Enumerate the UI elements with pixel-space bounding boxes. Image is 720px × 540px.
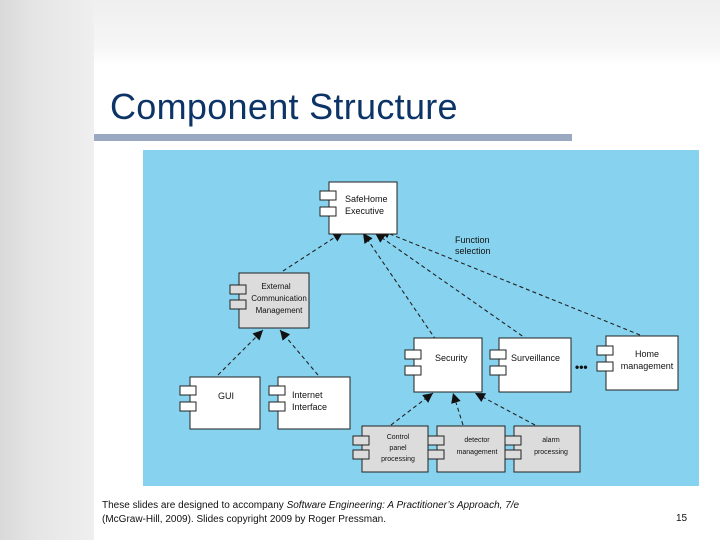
component-label: alarm — [542, 437, 560, 444]
component-port-icon — [504, 449, 522, 460]
component-port-icon — [179, 385, 197, 396]
component-label: management — [457, 449, 498, 456]
component-port-icon — [596, 361, 614, 372]
arrow-gui-to-ecm — [217, 329, 264, 376]
component-port-icon — [352, 449, 370, 460]
component-port-icon — [352, 435, 370, 446]
component-label: processing — [534, 449, 568, 456]
arrow-control-panel-to-security — [390, 392, 434, 426]
component-port-icon — [229, 299, 247, 310]
arrow-ecm-to-executive — [282, 231, 344, 272]
component-label: Executive — [345, 206, 384, 216]
component-port-icon — [319, 206, 337, 217]
component-port-icon — [404, 365, 422, 376]
left-decorative-band — [0, 0, 94, 540]
component-port-icon — [596, 345, 614, 356]
arrow-alarm-to-security — [474, 392, 536, 426]
component-label: Surveillance — [511, 353, 560, 363]
component-internet-interface: Internet Interface — [268, 376, 351, 430]
component-label: Management — [256, 306, 303, 315]
component-diagram-svg: Function selection ••• SafeHome Executiv… — [143, 150, 699, 486]
component-label: Internet — [292, 390, 323, 400]
component-detector-management: detector management — [427, 425, 506, 473]
component-label: Control — [387, 434, 410, 441]
component-port-icon — [489, 365, 507, 376]
dependency-arrows — [217, 229, 641, 426]
component-label: Communication — [251, 294, 307, 303]
component-external-communication-management: External Communication Management — [229, 272, 310, 329]
component-port-icon — [179, 401, 197, 412]
function-selection-label-line1: Function — [455, 235, 490, 245]
component-port-icon — [229, 284, 247, 295]
component-port-icon — [427, 435, 445, 446]
component-label: management — [621, 361, 674, 371]
footer-book-title: Software Engineering: A Practitioner’s A… — [286, 500, 520, 511]
footer-copyright: These slides are designed to accompany S… — [102, 499, 622, 527]
title-underline — [94, 134, 572, 141]
component-port-icon — [404, 349, 422, 360]
function-selection-label-line2: selection — [455, 246, 491, 256]
component-port-icon — [268, 401, 286, 412]
footer-line2: (McGraw-Hill, 2009). Slides copyright 20… — [102, 514, 386, 525]
component-label: detector — [464, 437, 490, 444]
component-label: External — [261, 282, 291, 291]
component-safehome-executive: SafeHome Executive — [319, 181, 398, 235]
component-alarm-processing: alarm processing — [504, 425, 581, 473]
component-home-management: Home management — [596, 335, 679, 391]
component-gui: GUI — [179, 376, 261, 430]
component-port-icon — [319, 190, 337, 201]
component-label: SafeHome — [345, 194, 388, 204]
component-label: Security — [435, 353, 468, 363]
component-port-icon — [504, 435, 522, 446]
arrow-surveillance-to-executive — [374, 232, 529, 341]
arrow-internet-to-ecm — [279, 329, 319, 376]
arrow-home-to-executive — [379, 229, 641, 336]
footer-line1-prefix: These slides are designed to accompany — [102, 500, 287, 511]
slide-title: Component Structure — [110, 86, 458, 127]
component-surveillance: Surveillance — [489, 337, 572, 393]
component-label: Interface — [292, 402, 327, 412]
component-label: GUI — [218, 391, 234, 401]
component-port-icon — [489, 349, 507, 360]
component-diagram: Function selection ••• SafeHome Executiv… — [143, 150, 699, 486]
page-number: 15 — [676, 513, 688, 524]
component-security: Security — [404, 337, 483, 393]
component-control-panel-processing: Control panel processing — [352, 425, 429, 473]
component-port-icon — [268, 385, 286, 396]
component-label: processing — [381, 456, 415, 463]
top-decorative-band — [94, 0, 720, 66]
component-label: panel — [389, 445, 407, 452]
component-label: Home — [635, 349, 659, 359]
arrow-detector-to-security — [451, 392, 464, 426]
component-port-icon — [427, 449, 445, 460]
arrow-security-to-executive — [362, 232, 437, 341]
ellipsis-more-components: ••• — [575, 360, 588, 374]
